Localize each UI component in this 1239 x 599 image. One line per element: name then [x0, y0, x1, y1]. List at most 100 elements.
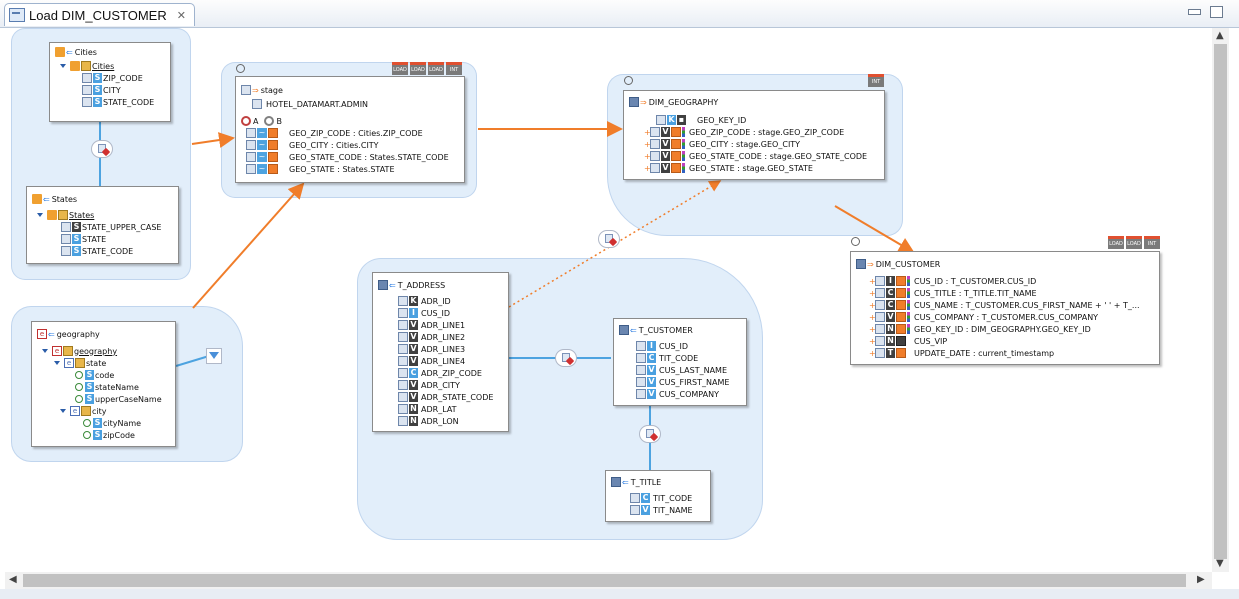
load-step-icon[interactable]: LOAD [1126, 236, 1142, 249]
column-name[interactable]: GEO_KEY_ID : DIM_GEOGRAPHY.GEO_KEY_ID [914, 324, 1091, 334]
type-badge: C [886, 288, 895, 298]
stage-column[interactable]: GEO_STATE_CODE : States.STATE_CODE [289, 152, 449, 162]
join-a-icon[interactable] [241, 116, 251, 126]
column-name[interactable]: STATE_CODE [82, 246, 134, 256]
column-name[interactable]: ADR_CITY [421, 380, 460, 390]
join-icon-address-dimgeo[interactable] [598, 230, 620, 248]
load-step-icon[interactable]: LOAD [410, 62, 426, 75]
stage-column[interactable]: GEO_ZIP_CODE : Cities.ZIP_CODE [289, 128, 423, 138]
column-name[interactable]: CUS_TITLE : T_TITLE.TIT_NAME [914, 288, 1037, 298]
column-name[interactable]: GEO_KEY_ID [697, 115, 747, 125]
type-badge: S [85, 394, 94, 404]
load-step-icon[interactable]: LOAD [392, 62, 408, 75]
vertical-scroll-thumb[interactable] [1214, 44, 1227, 559]
scroll-down-icon[interactable]: ▼ [1216, 558, 1224, 569]
expand-icon[interactable] [54, 361, 60, 365]
attr-name[interactable]: stateName [95, 382, 139, 392]
column-name[interactable]: ADR_ZIP_CODE [421, 368, 482, 378]
search-icon[interactable] [624, 76, 633, 85]
join-icon-cities-states[interactable] [91, 140, 113, 158]
column-name[interactable]: ADR_LINE1 [421, 320, 466, 330]
scroll-up-icon[interactable]: ▲ [1216, 30, 1224, 41]
column-name[interactable]: CUS_LAST_NAME [659, 365, 728, 375]
join-b-icon[interactable] [264, 116, 275, 126]
scroll-left-icon[interactable]: ◀ [9, 574, 17, 585]
column-name[interactable]: STATE_CODE [103, 97, 155, 107]
column-name[interactable]: CUS_FIRST_NAME [659, 377, 730, 387]
attr-name[interactable]: zipCode [103, 430, 135, 440]
expand-icon[interactable] [37, 213, 43, 217]
column-name[interactable]: ADR_LAT [421, 404, 457, 414]
filter-icon[interactable] [206, 348, 222, 364]
horizontal-scrollbar[interactable]: ◀ ▶ [5, 572, 1212, 589]
close-icon[interactable]: ✕ [176, 9, 186, 22]
scroll-right-icon[interactable]: ▶ [1197, 574, 1205, 585]
maximize-icon[interactable] [1210, 6, 1223, 18]
column-name[interactable]: GEO_CITY : stage.GEO_CITY [689, 139, 801, 149]
column-name[interactable]: CUS_VIP [914, 336, 948, 346]
column-name[interactable]: CUS_COMPANY [659, 389, 719, 399]
column-name[interactable]: ADR_ID [421, 296, 451, 306]
column-name[interactable]: STATE_UPPER_CASE [82, 222, 162, 232]
stage-title: stage [260, 85, 283, 95]
column-name[interactable]: CUS_ID : T_CUSTOMER.CUS_ID [914, 276, 1037, 286]
attr-name[interactable]: code [95, 370, 115, 380]
tab-load-dim-customer[interactable]: Load DIM_CUSTOMER ✕ [4, 3, 195, 26]
int-step-icon[interactable]: INT [446, 62, 462, 75]
horizontal-scroll-thumb[interactable] [23, 574, 1186, 587]
column-name[interactable]: TIT_CODE [653, 493, 693, 503]
table-icon [619, 325, 629, 335]
column-icon [61, 222, 71, 232]
source-arrow-icon: ⇐ [622, 477, 629, 487]
column-name[interactable]: GEO_ZIP_CODE : stage.GEO_ZIP_CODE [689, 127, 845, 137]
column-name[interactable]: GEO_STATE_CODE : stage.GEO_STATE_CODE [689, 151, 868, 161]
join-icon-customer-title[interactable] [639, 425, 661, 443]
key-icon [58, 210, 68, 220]
int-step-icon[interactable]: INT [868, 74, 884, 87]
column-name[interactable]: CUS_ID [421, 308, 451, 318]
column-name[interactable]: GEO_STATE : stage.GEO_STATE [689, 163, 813, 173]
minimize-icon[interactable] [1188, 9, 1201, 15]
int-step-icon[interactable]: INT [1144, 236, 1160, 249]
vertical-scrollbar[interactable]: ▲ ▼ [1212, 28, 1229, 572]
expand-icon[interactable] [42, 349, 48, 353]
stage-column[interactable]: GEO_CITY : Cities.CITY [289, 140, 379, 150]
column-name[interactable]: CUS_ID [659, 341, 689, 351]
column-name[interactable]: CUS_COMPANY : T_CUSTOMER.CUS_COMPANY [914, 312, 1099, 322]
attr-name[interactable]: cityName [103, 418, 142, 428]
column-name[interactable]: UPDATE_DATE : current_timestamp [914, 348, 1055, 358]
column-name[interactable]: ADR_LINE3 [421, 344, 466, 354]
load-step-icon[interactable]: LOAD [428, 62, 444, 75]
column-name[interactable]: ZIP_CODE [103, 73, 143, 83]
column-name[interactable]: STATE [82, 234, 107, 244]
type-badge: S [93, 418, 102, 428]
column-name[interactable]: ADR_STATE_CODE [421, 392, 494, 402]
column-icon [61, 246, 71, 256]
column-name[interactable]: TIT_NAME [653, 505, 693, 515]
column-name[interactable]: CUS_NAME : T_CUSTOMER.CUS_FIRST_NAME + '… [914, 300, 1140, 310]
column-name[interactable]: ADR_LON [421, 416, 459, 426]
search-icon[interactable] [851, 237, 860, 246]
join-icon-customer-address[interactable] [555, 349, 577, 367]
search-icon[interactable] [236, 64, 245, 73]
expand-icon[interactable] [60, 409, 66, 413]
expand-icon[interactable] [60, 64, 66, 68]
column-name[interactable]: CITY [103, 85, 121, 95]
attr-name[interactable]: upperCaseName [95, 394, 162, 404]
stage-column[interactable]: GEO_STATE : States.STATE [289, 164, 395, 174]
folder-icon [32, 194, 42, 204]
column-name[interactable]: ADR_LINE4 [421, 356, 466, 366]
column-name[interactable]: ADR_LINE2 [421, 332, 466, 342]
load-step-icon[interactable]: LOAD [1108, 236, 1124, 249]
column-name[interactable]: TIT_CODE [659, 353, 699, 363]
